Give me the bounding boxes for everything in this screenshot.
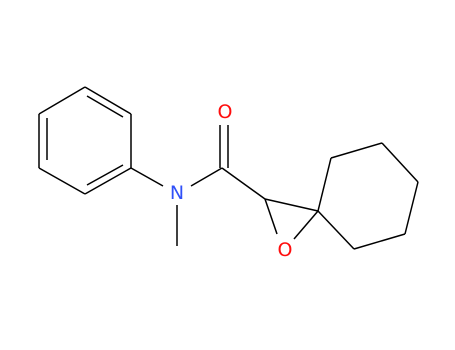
cyclohexane-bond xyxy=(317,157,332,212)
carbonyl-oxygen-label: O xyxy=(218,101,233,123)
phenyl-bond xyxy=(84,167,132,195)
epoxide-bond xyxy=(264,198,278,235)
epoxide-ring xyxy=(264,198,319,240)
nitrogen-carbonyl-bond xyxy=(190,167,223,187)
phenyl-nitrogen-bond xyxy=(130,167,164,187)
cyclohexane-bond xyxy=(317,210,355,250)
cyclohexane-ring xyxy=(317,142,419,250)
cyclohexane-bond xyxy=(404,181,419,235)
phenyl-bond xyxy=(38,167,86,195)
epoxide-oxygen-label: O xyxy=(278,239,293,261)
phenyl-double-bond xyxy=(86,164,124,186)
cyclohexane-bond xyxy=(381,142,419,183)
phenyl-ring xyxy=(38,86,132,195)
cyclohexane-bond xyxy=(353,233,406,250)
epoxide-bond xyxy=(293,210,319,240)
cyclohexane-bond xyxy=(330,142,383,159)
phenyl-bond xyxy=(38,86,86,115)
nitrogen-label: N xyxy=(170,182,184,204)
carbonyl-epoxide-bond xyxy=(221,167,266,200)
phenyl-double-bond xyxy=(86,95,124,118)
epoxide-bond xyxy=(264,198,319,212)
phenyl-bond xyxy=(84,86,132,115)
